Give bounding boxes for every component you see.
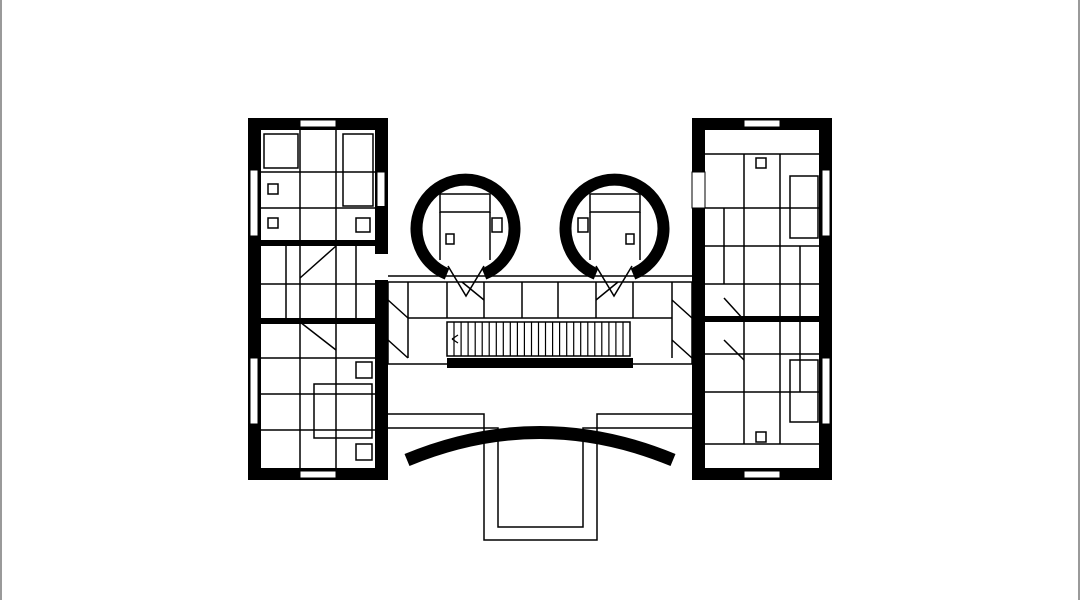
left-window-bottom (299, 470, 337, 479)
hall-door-swings (387, 299, 693, 359)
left-round-tower (410, 173, 521, 298)
right-wing-window-gap (691, 171, 706, 209)
right-wing-inner-wall-lower (692, 362, 705, 468)
right-wing-partition (705, 316, 819, 322)
stair-direction-arrow (451, 334, 459, 344)
left-window-west-1 (249, 169, 259, 237)
left-window-west-2 (249, 357, 259, 425)
entrance-path-inner (388, 427, 692, 528)
staircase-treads (453, 322, 624, 356)
right-tower-fixtures (577, 193, 641, 298)
left-wing-partition-1 (261, 240, 375, 246)
right-round-tower (559, 173, 670, 298)
staircase-wall (447, 358, 633, 368)
right-wing (691, 118, 832, 480)
entrance-path-outer (388, 413, 692, 541)
left-window-east (376, 171, 386, 209)
tower-door-swings (461, 281, 619, 301)
left-window-top (299, 119, 337, 128)
left-wing-floor (261, 130, 375, 468)
left-tower-fixtures (439, 193, 503, 298)
right-window-top (743, 119, 781, 128)
left-wing-door-opening (375, 254, 388, 280)
right-wing-grid (705, 153, 819, 445)
right-window-east-2 (821, 357, 831, 425)
right-tower-wall (559, 173, 670, 280)
right-window-bottom (743, 470, 781, 479)
left-wing-partition-2 (261, 318, 375, 324)
left-wing-grid (261, 130, 375, 468)
curved-canopy (404, 426, 676, 467)
right-wing-floor (705, 130, 819, 468)
left-tower-wall (410, 173, 521, 280)
left-wing (248, 118, 388, 480)
entrance-path (388, 413, 692, 541)
right-window-east-1 (821, 169, 831, 237)
